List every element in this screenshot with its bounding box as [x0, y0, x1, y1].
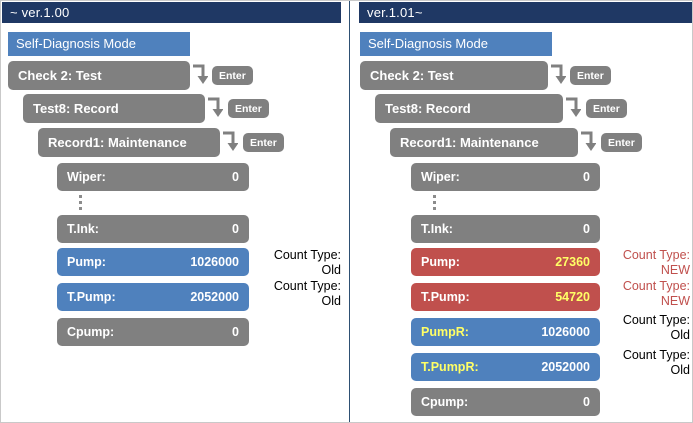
- step-label: Test8: Record: [385, 101, 471, 116]
- counter-value: 0: [583, 222, 590, 236]
- panel-divider: [349, 1, 350, 422]
- counter-row-wiper-right[interactable]: Wiper: 0: [411, 163, 600, 191]
- counter-label: PumpR:: [421, 325, 469, 339]
- annotation-title: Count Type:: [273, 279, 341, 293]
- counter-value: 27360: [555, 255, 590, 269]
- counter-value: 1026000: [541, 325, 590, 339]
- step-box-test8-record-right[interactable]: Test8: Record: [375, 94, 563, 123]
- counter-row-pump-left[interactable]: Pump: 1026000: [57, 248, 249, 276]
- counter-row-wiper-left[interactable]: Wiper: 0: [57, 163, 249, 191]
- annotation-count-type-tpumpr-right: Count Type: Old: [600, 348, 690, 378]
- enter-label: Enter: [593, 102, 620, 115]
- counter-label: T.Ink:: [421, 222, 453, 236]
- vertical-ellipsis-icon: [433, 195, 436, 210]
- counter-label: Pump:: [421, 255, 460, 269]
- counter-value: 0: [583, 395, 590, 409]
- counter-label: Pump:: [67, 255, 106, 269]
- elbow-arrow-down-icon: [566, 97, 581, 117]
- vertical-ellipsis-icon: [79, 195, 82, 210]
- counter-value: 0: [232, 170, 239, 184]
- enter-label: Enter: [219, 69, 246, 82]
- annotation-title: Count Type:: [622, 348, 690, 362]
- step-label: Check 2: Test: [18, 68, 102, 83]
- version-bar-right: ver.1.01~: [359, 2, 692, 23]
- counter-row-cpump-left[interactable]: Cpump: 0: [57, 318, 249, 346]
- counter-label: T.Pump:: [67, 290, 116, 304]
- annotation-title: Count Type:: [622, 279, 690, 293]
- annotation-title: Count Type:: [273, 248, 341, 262]
- elbow-arrow-down-icon: [223, 131, 238, 151]
- step-box-test8-record-left[interactable]: Test8: Record: [23, 94, 205, 123]
- enter-button-1-right[interactable]: Enter: [570, 66, 611, 85]
- counter-label: Cpump:: [421, 395, 469, 409]
- enter-button-3-left[interactable]: Enter: [243, 133, 284, 152]
- annotation-value: Old: [321, 263, 341, 277]
- counter-label: T.Pump:: [421, 290, 470, 304]
- step-label: Record1: Maintenance: [400, 135, 539, 150]
- enter-label: Enter: [250, 136, 277, 149]
- elbow-arrow-down-icon: [581, 131, 596, 151]
- annotation-value: NEW: [660, 263, 690, 277]
- enter-label: Enter: [577, 69, 604, 82]
- counter-value: 2052000: [541, 360, 590, 374]
- enter-label: Enter: [608, 136, 635, 149]
- counter-value: 0: [232, 222, 239, 236]
- counter-label: T.Ink:: [67, 222, 99, 236]
- counter-label: Cpump:: [67, 325, 115, 339]
- enter-button-2-right[interactable]: Enter: [586, 99, 627, 118]
- step-label: Check 2: Test: [370, 68, 454, 83]
- step-box-check2-test-left[interactable]: Check 2: Test: [8, 61, 190, 90]
- counter-row-tink-right[interactable]: T.Ink: 0: [411, 215, 600, 243]
- counter-value: 2052000: [190, 290, 239, 304]
- enter-label: Enter: [235, 102, 262, 115]
- annotation-value: Old: [670, 363, 690, 377]
- step-label: Record1: Maintenance: [48, 135, 187, 150]
- panel-version-1-00: ~ ver.1.00 Self-Diagnosis Mode Check 2: …: [2, 2, 341, 346]
- counter-row-tpump-left[interactable]: T.Pump: 2052000: [57, 283, 249, 311]
- annotation-count-type-tpump-left: Count Type: Old: [249, 279, 341, 309]
- annotation-title: Count Type:: [622, 248, 690, 262]
- counter-row-pumpr-right[interactable]: PumpR: 1026000: [411, 318, 600, 346]
- counter-label: Wiper:: [421, 170, 460, 184]
- annotation-count-type-tpump-right: Count Type: NEW: [600, 279, 690, 309]
- self-diagnosis-mode-bar-right: Self-Diagnosis Mode: [360, 32, 552, 56]
- annotation-count-type-pumpr-right: Count Type: Old: [600, 313, 690, 343]
- counter-value: 0: [583, 170, 590, 184]
- counter-row-tpump-right[interactable]: T.Pump: 54720: [411, 283, 600, 311]
- enter-button-3-right[interactable]: Enter: [601, 133, 642, 152]
- self-diagnosis-mode-bar-left: Self-Diagnosis Mode: [8, 32, 190, 56]
- counter-label: Wiper:: [67, 170, 106, 184]
- counter-value: 0: [232, 325, 239, 339]
- step-box-record1-maintenance-left[interactable]: Record1: Maintenance: [38, 128, 220, 157]
- counter-row-tpumpr-right[interactable]: T.PumpR: 2052000: [411, 353, 600, 381]
- elbow-arrow-down-icon: [193, 64, 208, 84]
- elbow-arrow-down-icon: [208, 97, 223, 117]
- panel-version-1-01: ver.1.01~ Self-Diagnosis Mode Check 2: T…: [350, 0, 693, 423]
- version-bar-left: ~ ver.1.00: [2, 2, 341, 23]
- counter-row-pump-right[interactable]: Pump: 27360: [411, 248, 600, 276]
- counter-value: 1026000: [190, 255, 239, 269]
- annotation-value: Old: [321, 294, 341, 308]
- counter-row-tink-left[interactable]: T.Ink: 0: [57, 215, 249, 243]
- step-box-record1-maintenance-right[interactable]: Record1: Maintenance: [390, 128, 578, 157]
- step-box-check2-test-right[interactable]: Check 2: Test: [360, 61, 548, 90]
- annotation-value: NEW: [660, 294, 690, 308]
- annotation-title: Count Type:: [622, 313, 690, 327]
- annotation-value: Old: [670, 328, 690, 342]
- enter-button-1-left[interactable]: Enter: [212, 66, 253, 85]
- enter-button-2-left[interactable]: Enter: [228, 99, 269, 118]
- counter-row-cpump-right[interactable]: Cpump: 0: [411, 388, 600, 416]
- annotation-count-type-pump-left: Count Type: Old: [249, 248, 341, 278]
- step-label: Test8: Record: [33, 101, 119, 116]
- annotation-count-type-pump-right: Count Type: NEW: [600, 248, 690, 278]
- counter-value: 54720: [555, 290, 590, 304]
- counter-label: T.PumpR:: [421, 360, 479, 374]
- elbow-arrow-down-icon: [551, 64, 566, 84]
